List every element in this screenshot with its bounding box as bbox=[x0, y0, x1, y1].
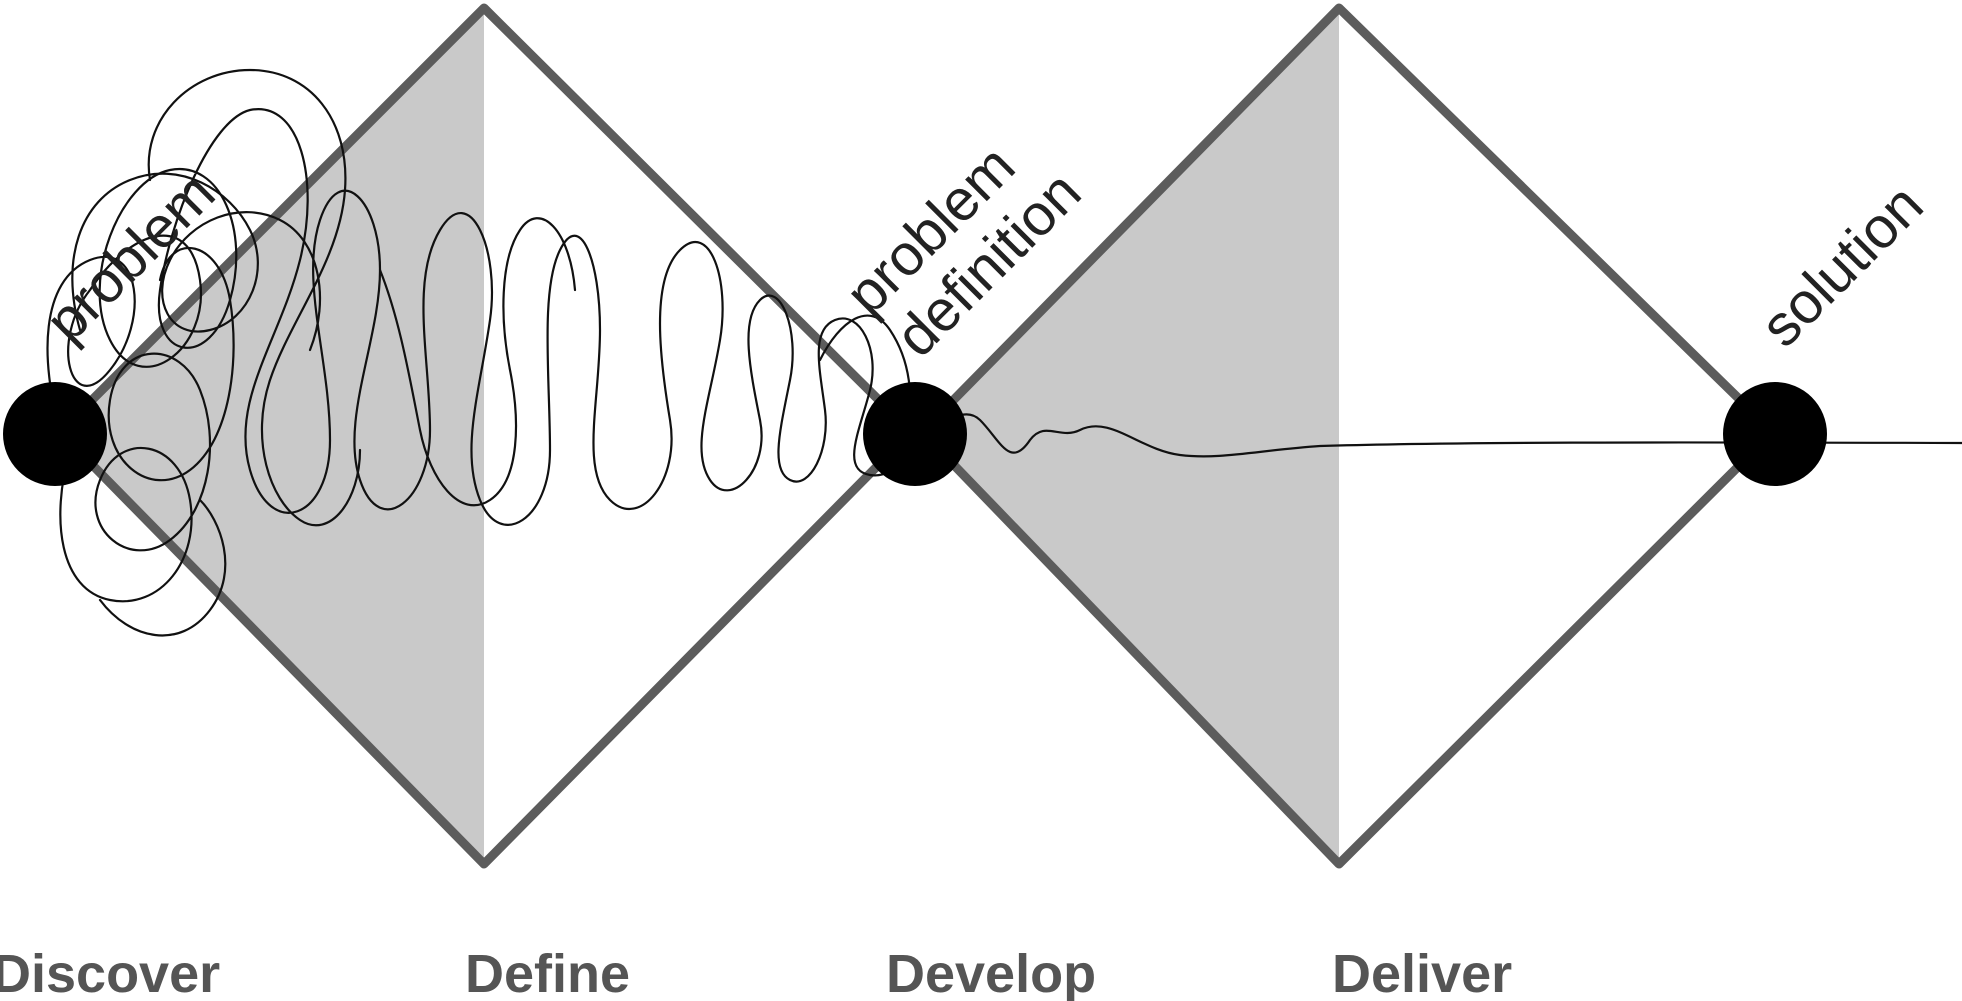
phase-label-deliver: Deliver bbox=[1332, 944, 1512, 1001]
phase-label-define: Define bbox=[465, 944, 630, 1001]
phase-label-discover: Discover bbox=[0, 944, 220, 1001]
solution-label: solution bbox=[1748, 172, 1935, 359]
problem-definition-node bbox=[863, 382, 967, 486]
phase-label-develop: Develop bbox=[886, 944, 1096, 1001]
problem-node bbox=[3, 382, 107, 486]
solution-node bbox=[1723, 382, 1827, 486]
diamond-1-diverge-shade bbox=[60, 8, 484, 864]
scribble-line bbox=[46, 68, 1962, 637]
